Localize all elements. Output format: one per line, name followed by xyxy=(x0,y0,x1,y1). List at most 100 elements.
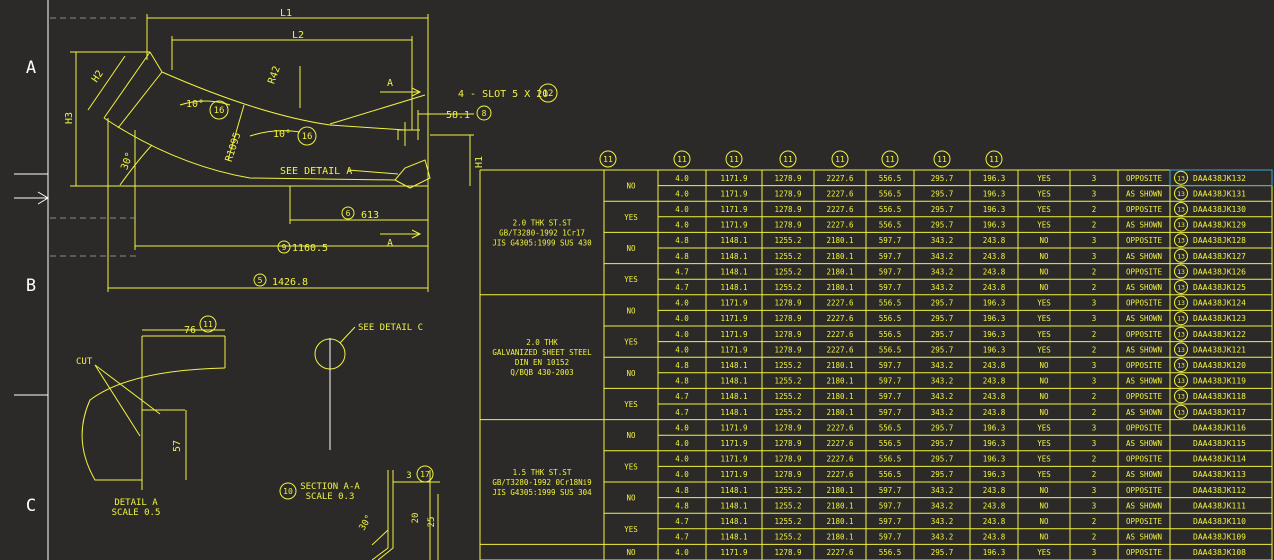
table-cell: OPPOSITE xyxy=(1126,236,1163,245)
table-cell: 243.8 xyxy=(983,361,1006,370)
callout-8-label: 8 xyxy=(482,109,487,118)
table-cell: 1255.2 xyxy=(774,533,801,542)
table-cell: 196.3 xyxy=(983,345,1006,354)
table-cell: NO xyxy=(1039,408,1049,417)
table-cell: YES xyxy=(1037,314,1051,323)
table-cell: AS SHOWN xyxy=(1126,283,1162,292)
table-cell: YES xyxy=(1037,205,1051,214)
row-callout-label: 13 xyxy=(1177,284,1185,292)
table-cell: 2180.1 xyxy=(826,533,853,542)
callout-8 xyxy=(476,105,492,121)
table-cell: NO xyxy=(1039,392,1049,401)
table-cell: 2180.1 xyxy=(826,267,853,276)
table-cell: 556.5 xyxy=(879,314,902,323)
table-cell: YES xyxy=(1037,174,1051,183)
table-cell: 1171.9 xyxy=(720,205,747,214)
table-cell: 2227.6 xyxy=(826,455,854,464)
table-cell: 243.8 xyxy=(983,501,1006,510)
selected-cell-highlight[interactable] xyxy=(1169,169,1273,187)
material-spec: 2.0 THK xyxy=(526,338,558,347)
detail-a-dim-76: 76 xyxy=(184,325,196,336)
table-cell: 343.2 xyxy=(931,377,954,386)
table-cell: 1278.9 xyxy=(774,205,801,214)
table-cell: 4.7 xyxy=(675,533,689,542)
table-cell: 1278.9 xyxy=(774,314,801,323)
table-cell: 1171.9 xyxy=(720,314,747,323)
table-cell: OPPOSITE xyxy=(1126,486,1163,495)
dim-613: 613 xyxy=(361,210,379,221)
table-cell: NO xyxy=(1039,236,1049,245)
table-cell: 1148.1 xyxy=(720,267,747,276)
table-cell: 2227.6 xyxy=(826,174,854,183)
part-number: DAA438JK108 xyxy=(1193,548,1246,557)
table-cell: 1171.9 xyxy=(720,189,747,198)
table-cell: 1255.2 xyxy=(774,267,801,276)
column-callout-label: 11 xyxy=(729,155,739,164)
table-cell: 4.0 xyxy=(675,314,689,323)
zone-label-b: B xyxy=(26,276,36,296)
material-spec: GB/T3280-1992 0Cr18Ni9 xyxy=(492,478,591,487)
column-callout-label: 11 xyxy=(783,155,793,164)
column-callout xyxy=(779,150,797,168)
row-callout-label: 13 xyxy=(1177,190,1185,198)
table-cell-option: YES xyxy=(624,338,638,347)
table-cell: YES xyxy=(1037,299,1051,308)
table-cell: 1278.9 xyxy=(774,548,801,557)
dim-r42: R42 xyxy=(266,65,283,86)
table-cell: YES xyxy=(1037,455,1051,464)
part-number: DAA438JK114 xyxy=(1193,455,1246,464)
table-cell: 597.7 xyxy=(879,252,902,261)
table-cell: AS SHOWN xyxy=(1126,221,1162,230)
table-cell: 1171.9 xyxy=(720,174,747,183)
part-number: DAA438JK113 xyxy=(1193,470,1246,479)
table-cell: 1148.1 xyxy=(720,533,747,542)
callout-17 xyxy=(416,465,434,483)
table-cell: 4.0 xyxy=(675,299,689,308)
table-cell: YES xyxy=(1037,548,1051,557)
table-cell: 3 xyxy=(1092,189,1097,198)
column-callout-label: 11 xyxy=(885,155,895,164)
part-number: DAA438JK122 xyxy=(1193,330,1246,339)
table-cell: 243.8 xyxy=(983,533,1006,542)
part-number: DAA438JK131 xyxy=(1193,189,1246,198)
table-cell: 2 xyxy=(1092,345,1097,354)
table-cell: NO xyxy=(1039,486,1049,495)
row-callout-label: 13 xyxy=(1177,408,1185,416)
table-cell: 2227.6 xyxy=(826,470,854,479)
section-aa-dim-20: 20 xyxy=(411,513,421,524)
zone-label-c: C xyxy=(26,496,36,516)
column-callout xyxy=(831,150,849,168)
callout-10-label: 10 xyxy=(283,487,293,496)
table-cell: OPPOSITE xyxy=(1126,299,1163,308)
table-cell: 2 xyxy=(1092,330,1097,339)
table-cell: 196.3 xyxy=(983,455,1006,464)
note-slot: 4 - SLOT 5 X 20 xyxy=(458,89,548,100)
table-cell: 556.5 xyxy=(879,221,902,230)
table-cell: 243.8 xyxy=(983,517,1006,526)
callout-10 xyxy=(279,482,297,500)
table-cell: 343.2 xyxy=(931,517,954,526)
part-number: DAA438JK124 xyxy=(1193,299,1246,308)
table-cell: 196.3 xyxy=(983,221,1006,230)
table-cell: 1255.2 xyxy=(774,408,801,417)
table-cell: 597.7 xyxy=(879,486,902,495)
table-cell: 597.7 xyxy=(879,408,902,417)
table-cell: 295.7 xyxy=(931,548,954,557)
dim-r1095: R1095 xyxy=(224,131,244,163)
table-cell: 196.3 xyxy=(983,299,1006,308)
table-cell: YES xyxy=(1037,345,1051,354)
detail-a-view xyxy=(81,329,226,490)
row-callout-label: 13 xyxy=(1177,221,1185,229)
material-spec: 1.5 THK ST.ST xyxy=(513,468,572,477)
table-cell: 196.3 xyxy=(983,174,1006,183)
table-cell: 4.0 xyxy=(675,470,689,479)
table-cell: 1255.2 xyxy=(774,486,801,495)
section-aa-dim-25: 25 xyxy=(427,517,437,528)
table-cell: 2180.1 xyxy=(826,486,853,495)
table-cell: 1148.1 xyxy=(720,361,747,370)
dim-l2: L2 xyxy=(292,30,304,41)
table-cell: 295.7 xyxy=(931,470,954,479)
table-cell: 2180.1 xyxy=(826,408,853,417)
part-number: DAA438JK127 xyxy=(1193,252,1246,261)
